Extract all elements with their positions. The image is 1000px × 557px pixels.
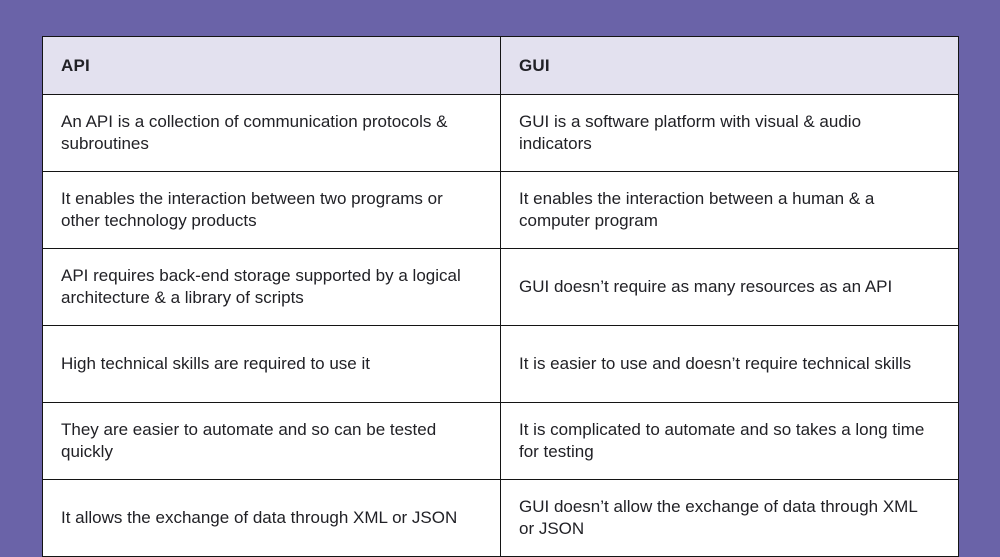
table-row: It enables the interaction between two p…	[42, 171, 959, 249]
column-header-gui: GUI	[500, 36, 959, 95]
table-cell-gui: GUI doesn’t require as many resources as…	[500, 248, 959, 326]
table-cell-gui: It is complicated to automate and so tak…	[500, 402, 959, 480]
table-cell-api: API requires back-end storage supported …	[42, 248, 501, 326]
comparison-table-container: API GUI An API is a collection of commun…	[42, 36, 959, 557]
table-row: High technical skills are required to us…	[42, 325, 959, 403]
table-row: They are easier to automate and so can b…	[42, 402, 959, 480]
page-background: { "page": { "background_color": "#6a63a8…	[42, 36, 959, 557]
table-row: API requires back-end storage supported …	[42, 248, 959, 326]
table-cell-api: It enables the interaction between two p…	[42, 171, 501, 249]
table-cell-api: An API is a collection of communication …	[42, 94, 501, 172]
table-cell-gui: GUI is a software platform with visual &…	[500, 94, 959, 172]
table-header-row: API GUI	[42, 36, 959, 95]
table-body: An API is a collection of communication …	[42, 94, 959, 557]
table-cell-gui: GUI doesn’t allow the exchange of data t…	[500, 479, 959, 557]
table-row: It allows the exchange of data through X…	[42, 479, 959, 557]
api-vs-gui-comparison-table: API GUI An API is a collection of commun…	[42, 36, 959, 557]
table-row: An API is a collection of communication …	[42, 94, 959, 172]
column-header-api: API	[42, 36, 501, 95]
table-cell-api: They are easier to automate and so can b…	[42, 402, 501, 480]
table-cell-gui: It enables the interaction between a hum…	[500, 171, 959, 249]
table-cell-api: High technical skills are required to us…	[42, 325, 501, 403]
table-cell-api: It allows the exchange of data through X…	[42, 479, 501, 557]
table-cell-gui: It is easier to use and doesn’t require …	[500, 325, 959, 403]
